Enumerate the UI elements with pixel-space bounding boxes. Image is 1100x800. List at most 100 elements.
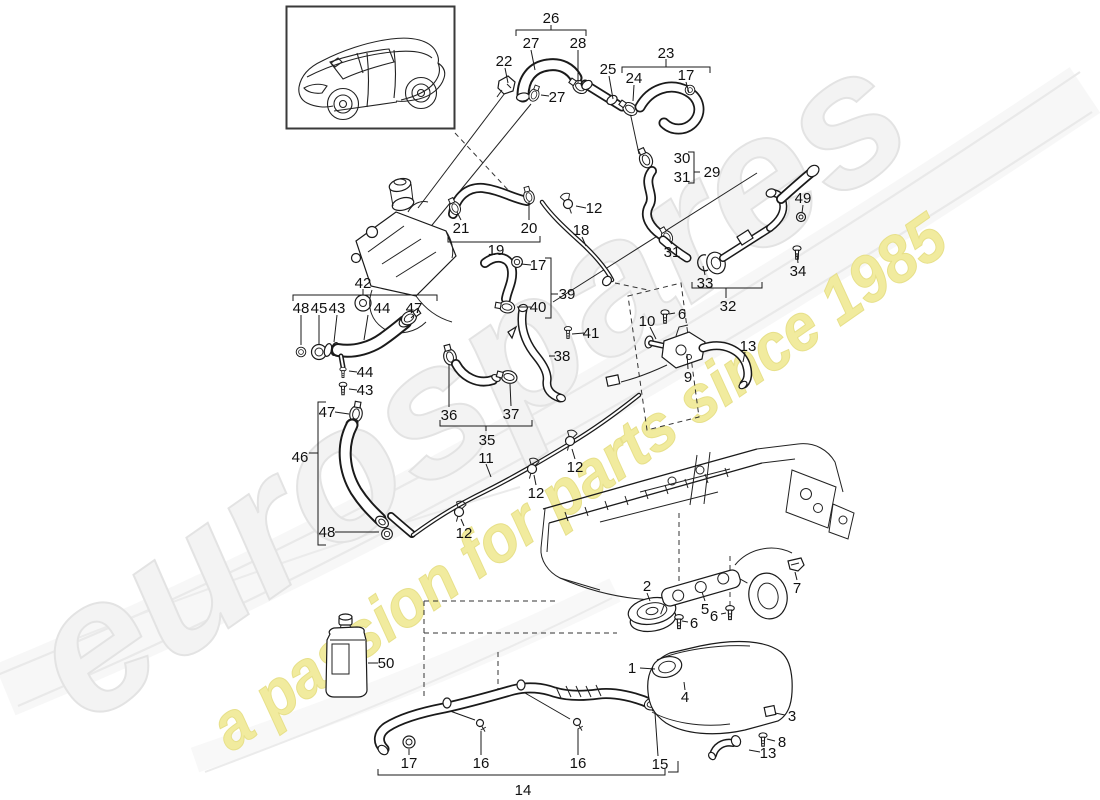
part-label-43: 43: [357, 382, 374, 399]
clip-16: [571, 716, 586, 734]
part-label-31: 31: [674, 169, 691, 186]
part-label-12: 12: [456, 525, 473, 542]
hose-46: [338, 418, 416, 538]
part-label-31: 31: [664, 244, 681, 261]
seal-33: [697, 254, 709, 272]
part-label-41: 41: [583, 325, 600, 342]
vehicle-inset: [285, 5, 456, 130]
part-label-6: 6: [690, 615, 698, 632]
part-label-35: 35: [479, 432, 496, 449]
part-label-9: 9: [684, 369, 692, 386]
body-structure-sketch: [540, 443, 855, 620]
part-label-48: 48: [293, 300, 310, 317]
seal-ring-17: [684, 84, 696, 96]
hose-31: [641, 166, 666, 240]
sensor-connector: [605, 374, 621, 387]
part-label-7: 7: [793, 580, 801, 597]
part-label-4: 4: [681, 689, 689, 706]
hose-31-lower: [658, 235, 692, 263]
part-label-24: 24: [626, 70, 643, 87]
part-label-37: 37: [503, 406, 520, 423]
part-label-30: 30: [674, 150, 691, 167]
vehicle-inset-frame: [285, 5, 456, 130]
part-label-28: 28: [570, 35, 587, 52]
clip-16: [474, 717, 489, 735]
tank-nub-3: [763, 704, 777, 718]
part-label-39: 39: [559, 286, 576, 303]
part-label-8: 8: [778, 734, 786, 751]
hose-elbow-27: [515, 58, 583, 103]
retainer-22: [496, 75, 516, 98]
leader-lines: [292, 25, 804, 776]
hose-13-upper: [698, 341, 753, 390]
part-label-6: 6: [678, 306, 686, 323]
part-label-16: 16: [570, 755, 587, 772]
watermark-swoosh: [0, 67, 1100, 773]
part-label-13: 13: [740, 338, 757, 355]
part-label-5: 5: [701, 601, 709, 618]
part-label-27: 27: [523, 35, 540, 52]
part-label-6: 6: [710, 608, 718, 625]
part-label-11: 11: [478, 450, 494, 467]
part-label-47: 47: [319, 404, 336, 421]
hose-14: [374, 679, 674, 756]
part-label-17: 17: [401, 755, 418, 772]
seal-ring-17: [511, 256, 523, 268]
support-bracket-5: [660, 569, 748, 615]
part-label-12: 12: [586, 200, 603, 217]
part-label-50: 50: [378, 655, 395, 672]
pipe-38: [507, 303, 566, 403]
part-label-12: 12: [567, 459, 584, 476]
coolant-bottle-50: [325, 613, 368, 698]
part-label-22: 22: [496, 53, 513, 70]
part-label-42: 42: [355, 275, 372, 292]
water-valve-9: [605, 324, 706, 387]
part-label-32: 32: [720, 298, 737, 315]
part-label-34: 34: [790, 263, 807, 280]
part-label-25: 25: [600, 61, 617, 78]
part-label-23: 23: [658, 45, 675, 62]
vehicle-outline-icon: [298, 37, 446, 121]
part-label-12: 12: [528, 485, 545, 502]
part-label-17: 17: [678, 67, 695, 84]
part-label-40: 40: [530, 299, 547, 316]
part-label-27: 27: [549, 89, 566, 106]
part-label-15: 15: [652, 756, 669, 773]
part-label-2: 2: [643, 578, 651, 595]
bolt-6: [725, 604, 735, 621]
hose-25: [580, 79, 627, 112]
part-label-20: 20: [521, 220, 538, 237]
oring-48: [295, 346, 307, 358]
water-pipe-32: [706, 164, 820, 275]
part-label-47: 47: [406, 300, 423, 317]
hose-13-lower: [707, 735, 742, 761]
part-label-14: 14: [515, 782, 532, 799]
part-label-44: 44: [357, 364, 374, 381]
clip-7: [787, 557, 805, 572]
hose-23: [634, 81, 705, 135]
tank-cap-2: [627, 596, 677, 633]
part-label-16: 16: [473, 755, 490, 772]
part-label-29: 29: [704, 164, 721, 181]
part-label-18: 18: [573, 222, 590, 239]
pipe-18: [539, 199, 615, 287]
part-label-33: 33: [697, 275, 714, 292]
part-label-36: 36: [441, 407, 458, 424]
part-label-19: 19: [488, 242, 505, 259]
expansion-tank: [647, 640, 793, 735]
hose-19: [448, 182, 532, 219]
oring-48: [381, 528, 393, 540]
part-label-10: 10: [639, 313, 656, 330]
bolt-6: [674, 613, 684, 630]
hose-39: [480, 252, 518, 304]
oring-17: [402, 735, 416, 749]
part-label-46: 46: [292, 449, 309, 466]
part-label-3: 3: [788, 708, 796, 725]
part-label-48: 48: [319, 524, 336, 541]
part-label-44: 44: [374, 300, 391, 317]
part-label-21: 21: [453, 220, 470, 237]
part-label-43: 43: [329, 300, 346, 317]
